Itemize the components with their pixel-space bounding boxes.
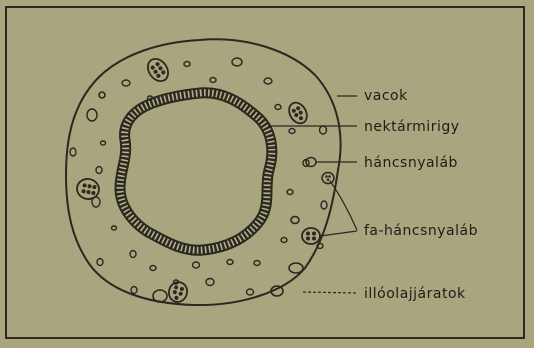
cavity (96, 167, 102, 174)
label-nektarmirigy: nektármirigy (364, 119, 460, 135)
leader-line-illoolajjaratok (303, 292, 357, 293)
oil-duct (291, 217, 299, 224)
cavity (101, 141, 106, 145)
label-hancsnyalab: háncsnyaláb (364, 155, 458, 171)
cavity (264, 78, 272, 84)
cavity (87, 109, 97, 121)
outer-tissue-outline (66, 39, 341, 305)
cavity (206, 279, 214, 286)
cavity (227, 260, 233, 265)
cavity (131, 287, 137, 294)
cavity (97, 259, 103, 266)
label-fa-hancsnyalab: fa-háncsnyaláb (364, 223, 478, 239)
label-illoolajjaratok: illóolajjáratok (364, 286, 466, 302)
cavity (289, 129, 295, 134)
cavity (210, 78, 216, 83)
xylem-phloem-bundle (322, 173, 334, 184)
cavity (254, 261, 260, 266)
cavity (281, 238, 287, 243)
label-vacok: vacok (364, 88, 408, 104)
cavity (150, 266, 156, 271)
xylem-phloem-bundle (302, 228, 320, 244)
cavity (320, 126, 327, 134)
cavity (70, 148, 76, 156)
oil-duct (289, 263, 303, 273)
cavity (112, 226, 117, 230)
cavity (247, 289, 254, 295)
cavity (275, 105, 281, 110)
xylem-phloem-bundle (144, 55, 173, 85)
cavity (287, 190, 293, 195)
oil-duct (99, 92, 105, 98)
leader-line-fa-hancsnyalab-2 (320, 231, 357, 236)
phloem-bundle (306, 158, 316, 167)
cavity (232, 58, 242, 66)
cavity (184, 62, 190, 67)
cavity (193, 262, 200, 268)
cavity (122, 80, 130, 86)
xylem-phloem-bundle (286, 99, 311, 126)
leader-lines (268, 96, 357, 293)
oil-duct (153, 290, 167, 302)
cavity (321, 201, 327, 209)
cavity (130, 251, 136, 258)
